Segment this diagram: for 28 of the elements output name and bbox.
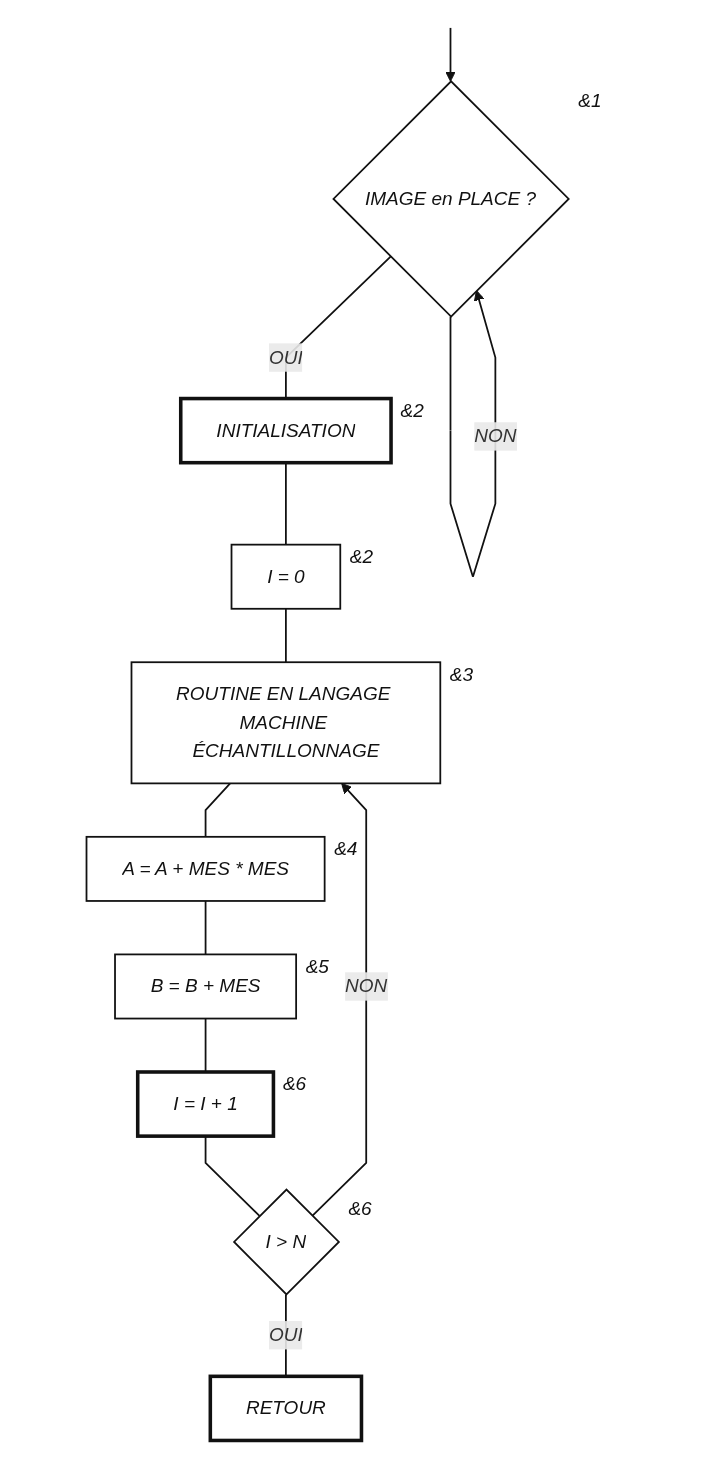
connector bbox=[444, 27, 456, 82]
step-number: &5 bbox=[305, 955, 329, 977]
node-diamond: I > N bbox=[232, 1188, 340, 1296]
edge-label: NON bbox=[473, 425, 517, 446]
node-diamond: IMAGE en PLACE ? bbox=[331, 80, 570, 318]
connector bbox=[204, 782, 231, 838]
node-box: I = 0 bbox=[230, 543, 341, 610]
edge-label: NON bbox=[344, 975, 387, 996]
step-number: &2 bbox=[349, 546, 373, 567]
step-number: &6 bbox=[348, 1198, 372, 1220]
connector bbox=[311, 782, 367, 1217]
connector bbox=[204, 900, 207, 956]
step-number: &4 bbox=[333, 838, 358, 860]
edge-label: OUI bbox=[268, 1324, 303, 1345]
step-number: &6 bbox=[282, 1073, 306, 1095]
node-box: B = B + MES bbox=[113, 953, 297, 1020]
node-box: INITIALISATION bbox=[178, 396, 393, 465]
connector bbox=[449, 429, 474, 578]
edge-label: OUI bbox=[268, 346, 303, 368]
connector bbox=[284, 607, 287, 664]
node-box: I = I + 1 bbox=[135, 1070, 275, 1138]
connector bbox=[449, 315, 451, 432]
step-number: &3 bbox=[449, 663, 473, 685]
step-number: &1 bbox=[577, 89, 602, 111]
connector bbox=[471, 290, 496, 578]
node-box: RETOUR bbox=[208, 1374, 363, 1443]
step-number: &2 bbox=[400, 399, 424, 421]
node-box: ROUTINE EN LANGAGE MACHINE ÉCHANTILLONNAGE bbox=[130, 661, 441, 785]
